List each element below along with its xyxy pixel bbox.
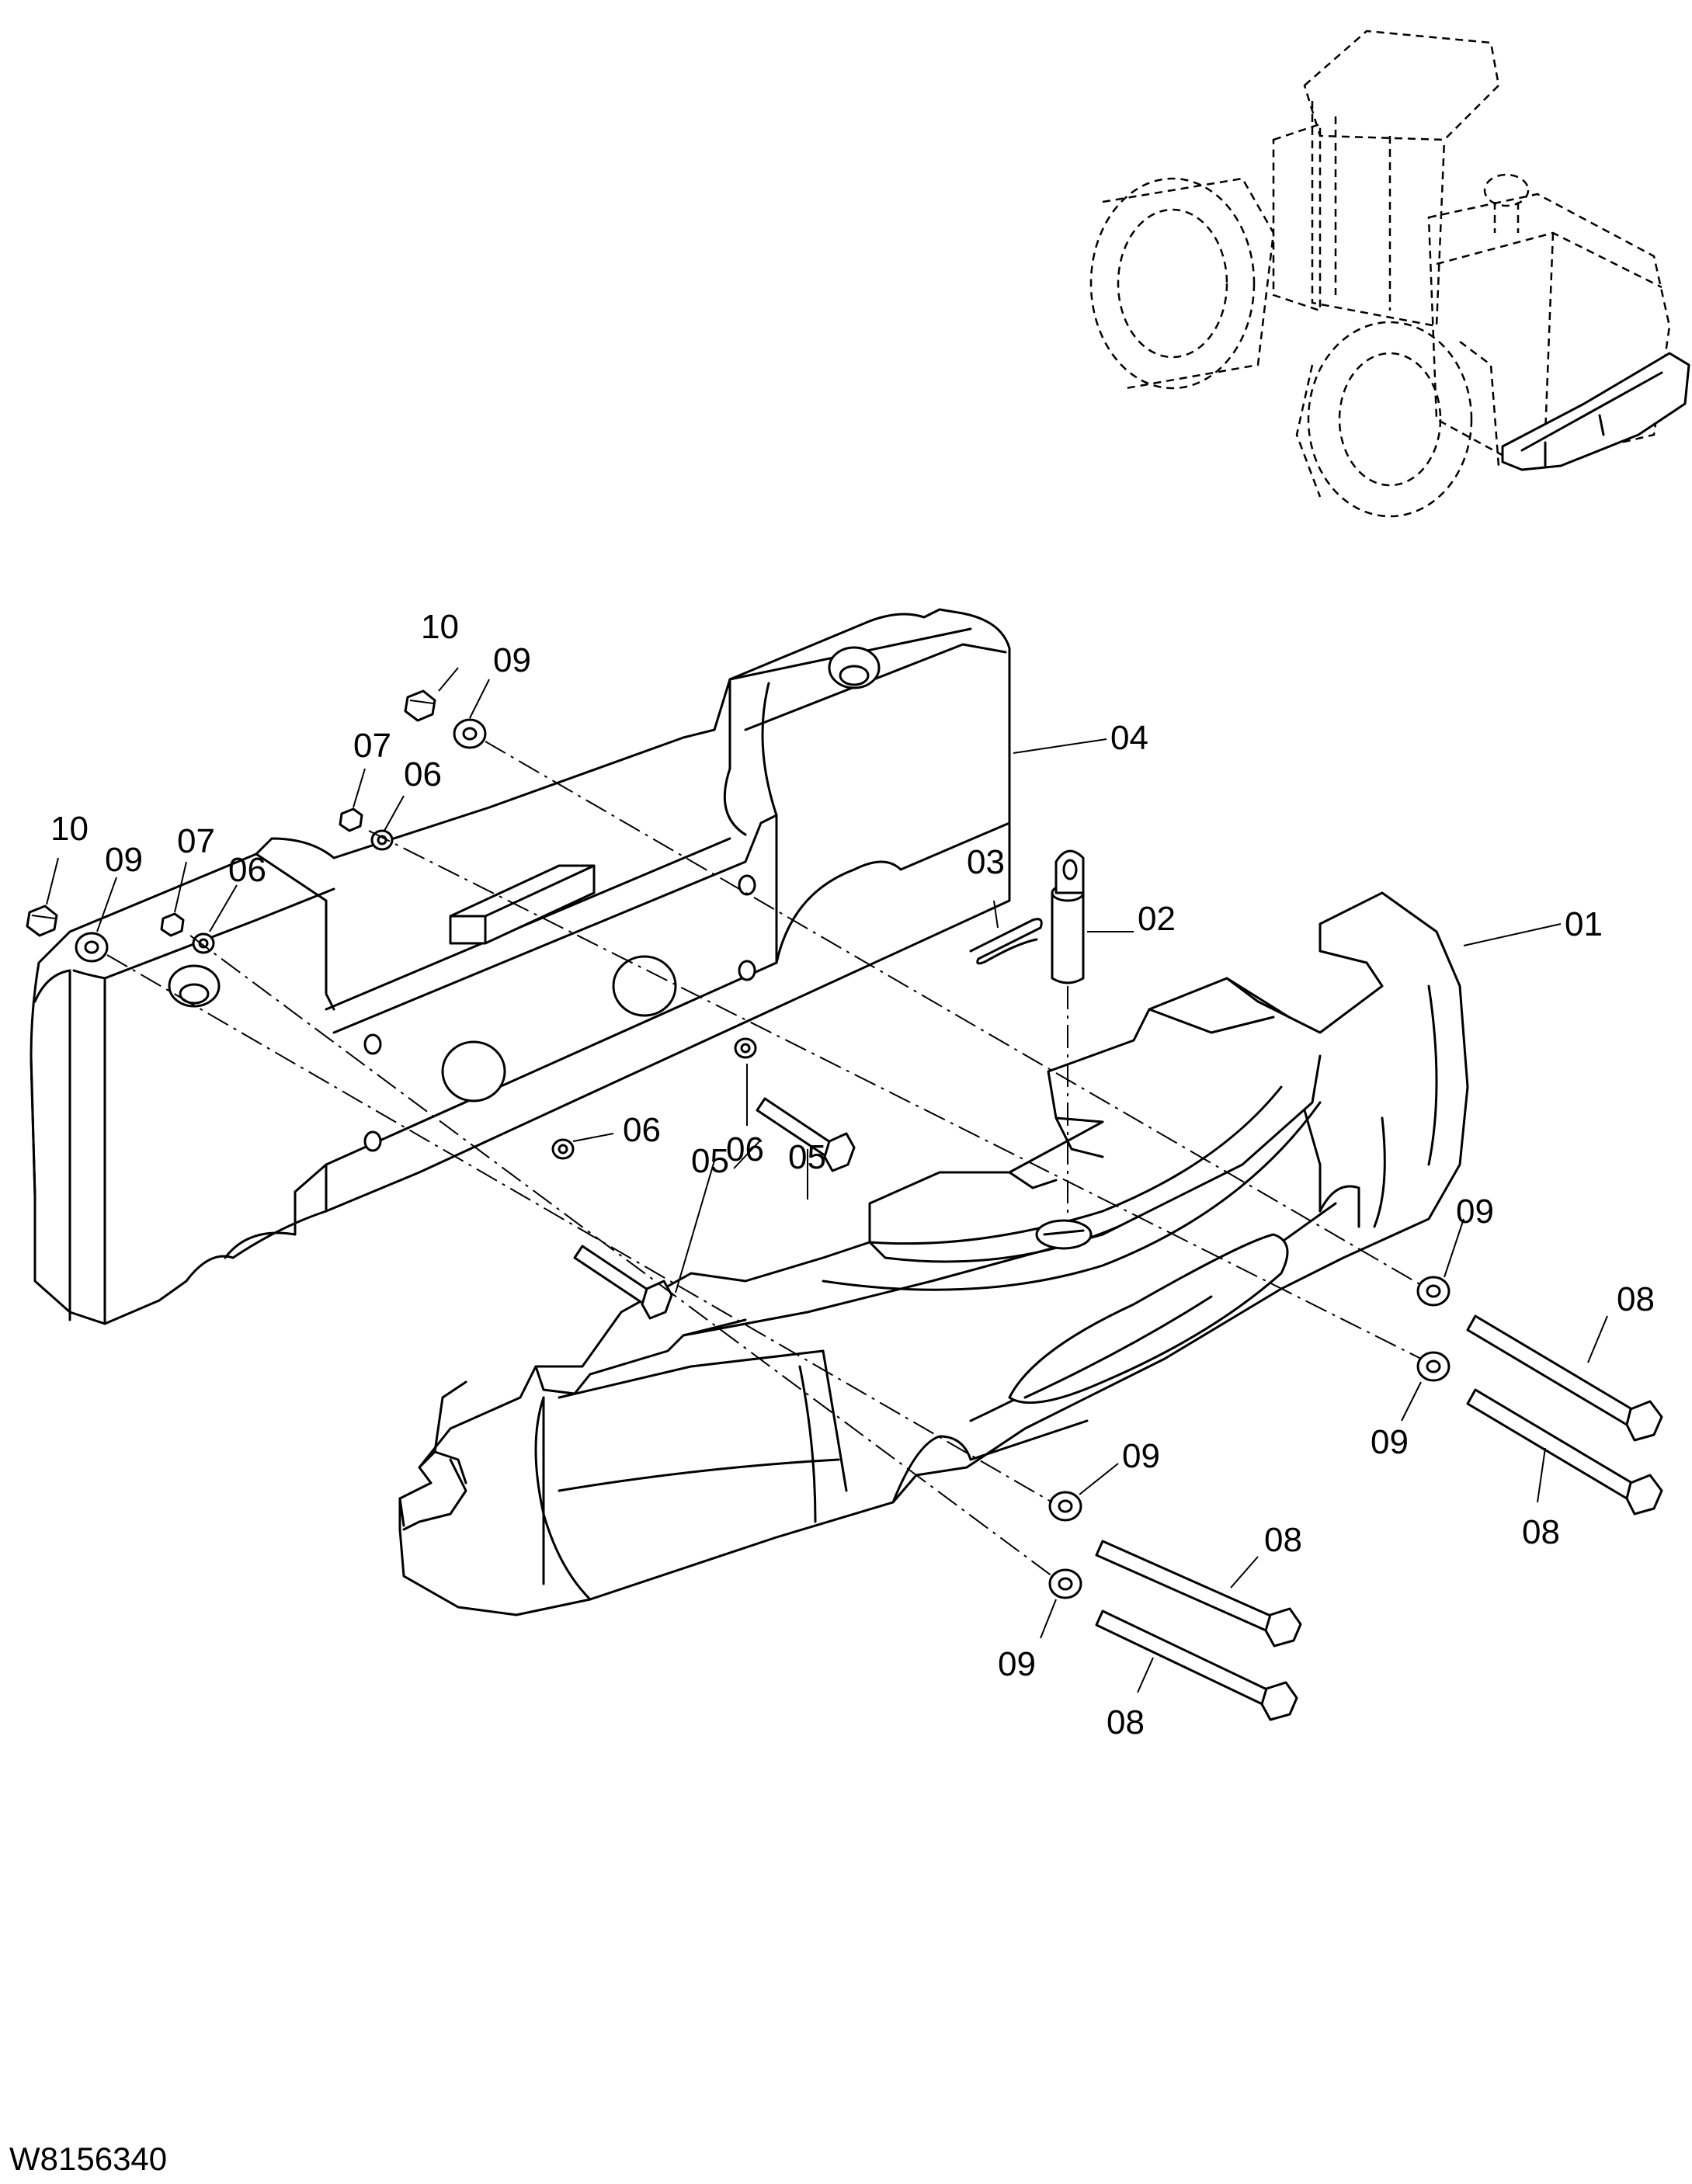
- callout-06-c: 06: [726, 1130, 764, 1168]
- washer-09-d: [1416, 1351, 1451, 1382]
- callout-07-b: 07: [177, 822, 215, 860]
- callout-06-d: 06: [623, 1111, 661, 1149]
- callout-02: 02: [1138, 900, 1176, 938]
- nut-10-a: [404, 689, 436, 722]
- callout-06-a: 06: [404, 755, 442, 793]
- drawing-code: W8156340: [9, 2141, 167, 2177]
- callout-08-c: 08: [1264, 1521, 1302, 1559]
- nut-10-b: [26, 905, 58, 937]
- callout-05-b: 05: [691, 1142, 729, 1180]
- callout-03: 03: [967, 843, 1005, 881]
- callout-10-a: 10: [421, 608, 459, 646]
- bolt-05-b: [573, 1245, 673, 1320]
- callout-09-d: 09: [1371, 1423, 1409, 1461]
- weight-block-04: [30, 608, 1011, 1325]
- callout-05-a: 05: [788, 1138, 826, 1176]
- washer-09-b: [75, 932, 109, 963]
- callout-09-c: 09: [1456, 1193, 1494, 1231]
- bolt-08-b: [1466, 1388, 1663, 1516]
- callout-09-f: 09: [998, 1645, 1036, 1683]
- washer-09-e: [1048, 1491, 1082, 1522]
- washer-09-a: [453, 718, 487, 749]
- callout-07-a: 07: [353, 727, 391, 765]
- callout-09-b: 09: [105, 841, 143, 879]
- callout-08-d: 08: [1107, 1703, 1145, 1741]
- washer-06-c: [734, 1037, 757, 1059]
- front-ballast-01: [398, 891, 1469, 1616]
- washer-06-d: [551, 1138, 575, 1160]
- callout-10-b: 10: [50, 810, 89, 848]
- nut-07-b: [160, 912, 185, 937]
- callout-09-e: 09: [1122, 1437, 1160, 1475]
- leader-lines: [46, 667, 1608, 1693]
- callout-04: 04: [1110, 719, 1148, 757]
- washer-09-f: [1048, 1568, 1082, 1599]
- r-clip-03: [969, 918, 1043, 965]
- assembly-centerlines: [106, 741, 1422, 1577]
- bolt-08-d: [1095, 1609, 1298, 1721]
- nut-07-a: [339, 807, 363, 832]
- tractor-locator-view: [1089, 30, 1690, 518]
- washer-06-b: [192, 932, 215, 954]
- bolt-08-a: [1466, 1314, 1663, 1442]
- washer-09-c: [1416, 1276, 1451, 1307]
- callout-01: 01: [1565, 905, 1603, 943]
- bolt-08-c: [1095, 1540, 1302, 1648]
- callout-06-b: 06: [228, 851, 266, 889]
- bolt-05-a: [756, 1097, 856, 1172]
- callout-09-a: 09: [493, 641, 531, 679]
- pin-02: [1051, 849, 1085, 1219]
- callout-labels: 01 02 03 04 05 05 06 06 06 06 07 07 08 0…: [50, 608, 1655, 1741]
- callout-08-b: 08: [1522, 1513, 1560, 1551]
- callout-08-a: 08: [1617, 1280, 1655, 1318]
